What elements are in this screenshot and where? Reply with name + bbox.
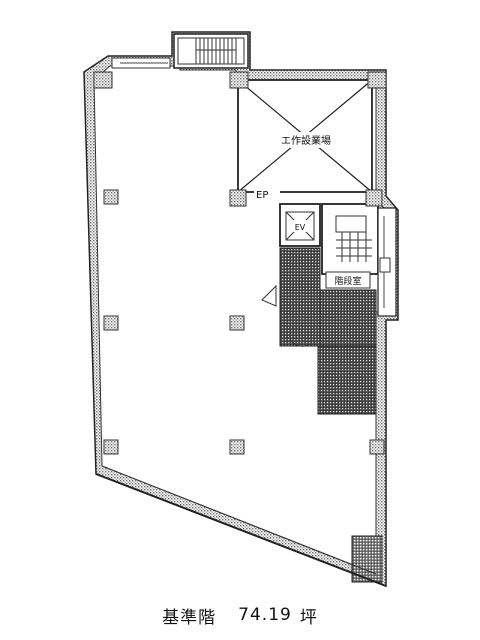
void-area: エ作設業場 (237, 79, 373, 193)
stairwell: 階段室 (321, 203, 379, 289)
column (229, 189, 247, 207)
floor-name: 基準階 (162, 607, 217, 628)
floor-plan: エ作設業場 EP EV 階段室 (83, 31, 399, 588)
column (229, 439, 245, 455)
slanted-wall (95, 465, 387, 587)
column (93, 71, 113, 89)
void-label: エ作設業場 (281, 134, 331, 147)
column (229, 71, 249, 89)
floor-caption: 基準階 74.19 坪 (0, 598, 480, 632)
area-unit: 坪 (299, 607, 318, 628)
column (103, 439, 119, 455)
column (229, 315, 245, 331)
ep-shaft: EP (254, 188, 280, 202)
floor-area: 74.19 (238, 605, 292, 625)
column (365, 189, 383, 207)
elevator-core: EV (279, 203, 321, 247)
top-stair (111, 33, 249, 69)
column (103, 189, 119, 205)
door-swing (261, 284, 311, 347)
columns (93, 71, 387, 455)
stair-room-label: 階段室 (334, 275, 361, 287)
column (367, 71, 387, 89)
column (369, 439, 385, 455)
column (103, 315, 119, 331)
ev-label: EV (295, 223, 306, 232)
service-area (279, 207, 397, 583)
ep-label: EP (256, 190, 268, 201)
